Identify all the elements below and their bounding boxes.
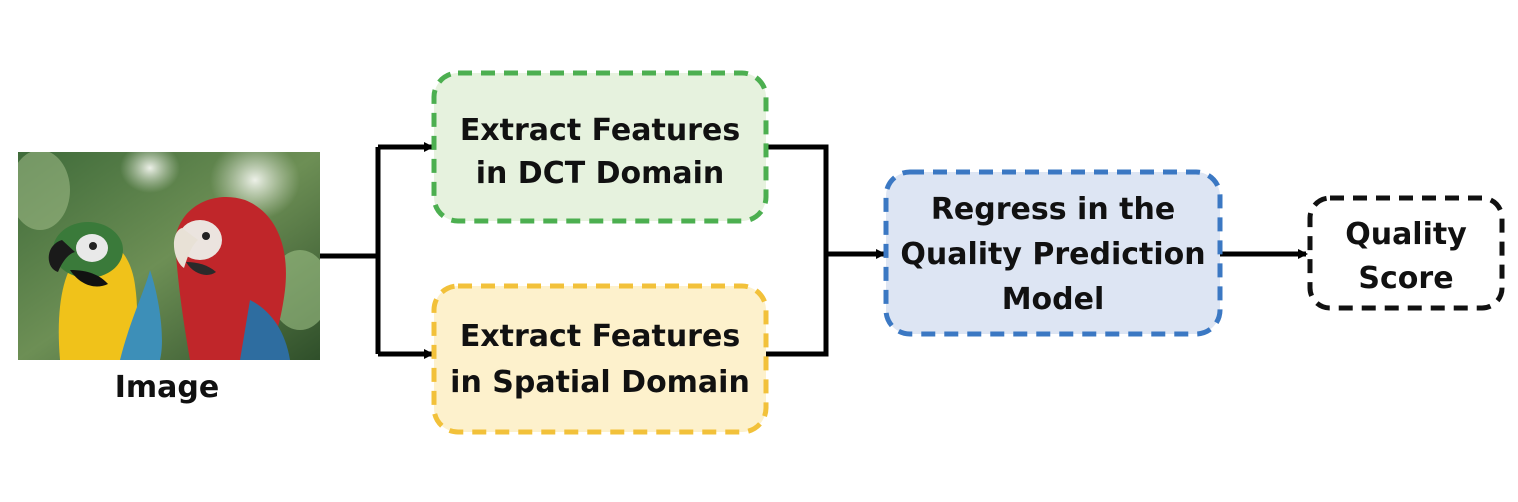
regress-label-line3: Model: [1002, 282, 1105, 317]
spatial-label-line1: Extract Features: [460, 319, 740, 354]
connector-dct-out: [766, 144, 829, 357]
dct-label-line1: Extract Features: [460, 113, 740, 148]
image-caption: Image: [115, 370, 220, 405]
regress-label-line2: Quality Prediction: [900, 237, 1205, 272]
node-extract-spatial: Extract Features in Spatial Domain: [431, 283, 769, 435]
connectors: [320, 142, 1308, 359]
parrots-image: [18, 152, 320, 360]
regress-label-line1: Regress in the: [931, 192, 1175, 227]
node-extract-dct: Extract Features in DCT Domain: [431, 70, 769, 224]
score-label-line2: Score: [1358, 261, 1453, 296]
node-quality-score: Quality Score: [1307, 195, 1505, 311]
node-regress-model: Regress in the Quality Prediction Model: [883, 169, 1223, 337]
dct-label-line2: in DCT Domain: [476, 156, 725, 191]
spatial-label-line2: in Spatial Domain: [450, 365, 750, 400]
score-label-line1: Quality: [1345, 217, 1467, 252]
